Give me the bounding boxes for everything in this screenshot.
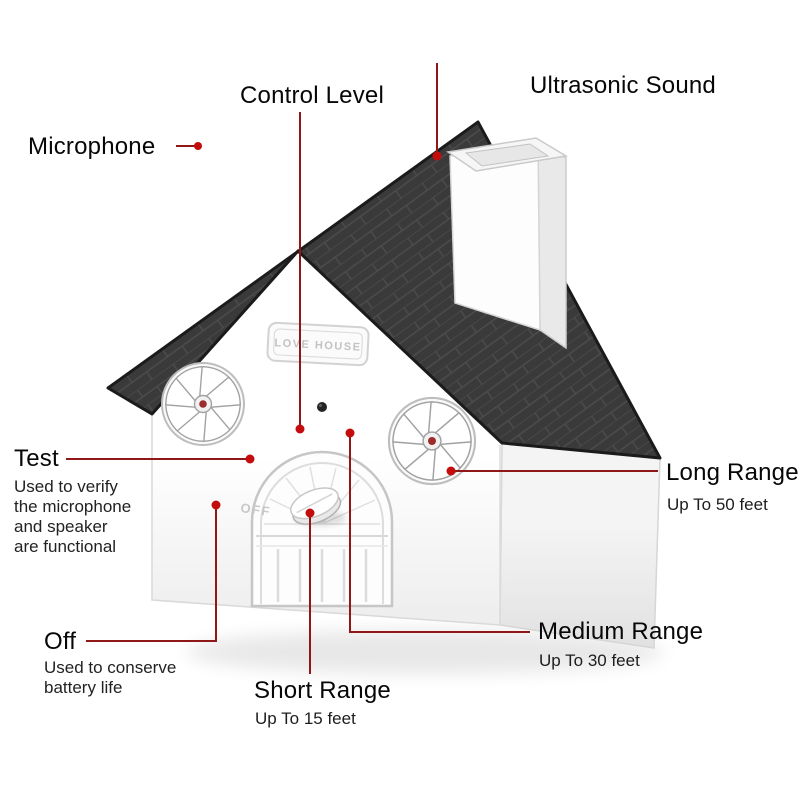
dial-off-text: OFF: [240, 500, 272, 519]
test-dot: [245, 454, 255, 464]
off-label: Off: [44, 628, 77, 655]
microphone-hole: [317, 402, 327, 412]
long-range-label: Long Range: [666, 459, 799, 486]
chimney: [446, 137, 569, 350]
short-range-dot: [305, 508, 315, 518]
test-description-line: the microphone: [14, 497, 132, 516]
test-description-line: and speaker: [14, 517, 108, 536]
short-range-label: Short Range: [254, 677, 391, 704]
chimney-side-face: [537, 141, 567, 350]
microphone-label: Microphone: [28, 133, 156, 160]
door-inner-frame: [260, 462, 384, 604]
door-slats: [276, 549, 368, 602]
medium-range-connector: [349, 433, 530, 633]
off-dot: [211, 500, 221, 510]
medium-range-sublabel: Up To 30 feet: [539, 651, 640, 670]
left-vent-speaker: [161, 362, 245, 446]
chimney-opening: [464, 143, 550, 167]
test-label: Test: [14, 445, 59, 472]
medium-range-label: Medium Range: [538, 618, 704, 645]
long-range-dot: [446, 466, 456, 476]
off-description: Used to conserve battery life: [44, 658, 176, 698]
test-description-line: Used to verify: [14, 477, 118, 496]
long-range-sublabel: Up To 50 feet: [667, 495, 768, 514]
plaque-text: LOVE HOUSE: [274, 337, 362, 354]
control-level-label: Control Level: [240, 82, 385, 109]
ultrasonic-sound-dot: [432, 151, 442, 161]
microphone-dot: [194, 142, 202, 150]
test-description-line: are functional: [14, 537, 117, 556]
connector-lines: [66, 63, 658, 674]
off-description-line: battery life: [44, 678, 123, 697]
short-range-sublabel: Up To 15 feet: [255, 709, 356, 728]
marker-dots: [194, 142, 456, 518]
off-description-line: Used to conserve: [44, 658, 177, 677]
front-door: [250, 450, 394, 608]
off-connector: [86, 505, 217, 642]
control-level-dot: [295, 424, 305, 434]
test-description: Used to verify the microphone and speake…: [14, 477, 131, 557]
medium-range-dot: [345, 428, 355, 438]
door-frame: [250, 450, 394, 608]
chimney-front-face: [449, 142, 541, 332]
ground-shadow: [185, 630, 665, 674]
name-plaque: LOVE HOUSE: [266, 321, 370, 367]
ultrasonic-sound-label: Ultrasonic Sound: [530, 72, 716, 99]
